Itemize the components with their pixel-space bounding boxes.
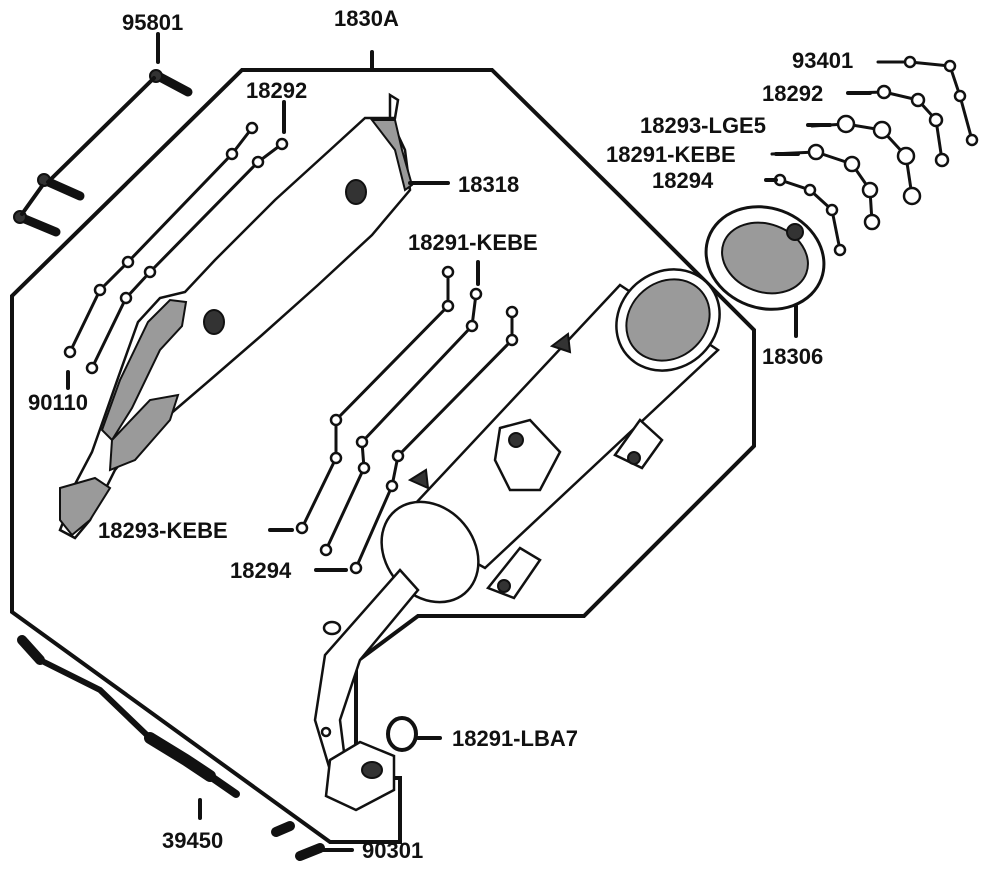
part-labels: 95801 1830A 18292 18318 18291-KEBE 90110… bbox=[28, 6, 853, 863]
label-18292-right: 18292 bbox=[762, 81, 823, 106]
label-18292-left: 18292 bbox=[246, 78, 307, 103]
label-90301: 90301 bbox=[362, 838, 423, 863]
bolts-95801 bbox=[13, 69, 193, 237]
end-cap bbox=[704, 205, 826, 338]
oxygen-sensor bbox=[17, 635, 240, 820]
heat-shield bbox=[58, 92, 414, 540]
nuts-90301 bbox=[271, 821, 354, 861]
label-39450: 39450 bbox=[162, 828, 223, 853]
label-18293-kebe: 18293-KEBE bbox=[98, 518, 228, 543]
label-18291-lba7: 18291-LBA7 bbox=[452, 726, 578, 751]
label-18294-center: 18294 bbox=[230, 558, 292, 583]
label-93401: 93401 bbox=[792, 48, 853, 73]
label-18291-kebe-center: 18291-KEBE bbox=[408, 230, 538, 255]
label-90110: 90110 bbox=[28, 390, 88, 415]
muffler bbox=[380, 268, 721, 604]
label-18293-lge5: 18293-LGE5 bbox=[640, 113, 766, 138]
label-18318: 18318 bbox=[458, 172, 519, 197]
shield-fasteners bbox=[63, 121, 289, 375]
right-fasteners bbox=[766, 55, 979, 257]
label-95801: 95801 bbox=[122, 10, 183, 35]
leader-lines bbox=[66, 32, 872, 572]
label-1830A: 1830A bbox=[334, 6, 399, 31]
exhaust-pipe bbox=[313, 568, 420, 812]
label-18291-kebe-right: 18291-KEBE bbox=[606, 142, 736, 167]
center-washers bbox=[295, 265, 519, 575]
label-18306: 18306 bbox=[762, 344, 823, 369]
label-18294-right: 18294 bbox=[652, 168, 714, 193]
gasket bbox=[386, 716, 442, 752]
